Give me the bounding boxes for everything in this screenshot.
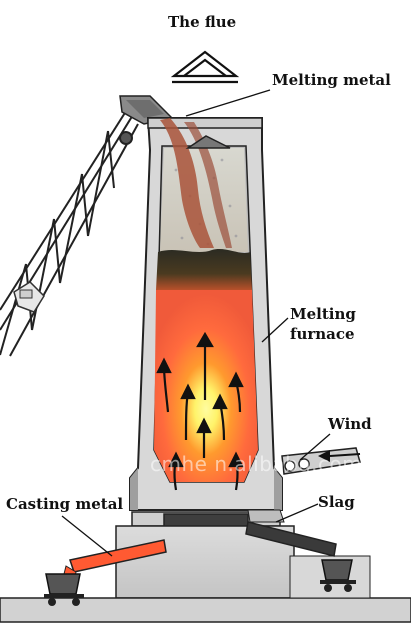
- label-casting-metal: Casting metal: [6, 495, 124, 513]
- flame-arrows: [156, 331, 244, 491]
- flue-symbol: [170, 50, 240, 84]
- tuyere-ring: [130, 468, 282, 510]
- charging-conveyor: [0, 107, 139, 357]
- label-slag: Slag: [318, 493, 355, 511]
- skip-bucket: [13, 281, 45, 313]
- label-flue: The flue: [168, 13, 237, 31]
- base-structure: [0, 525, 411, 623]
- molten-stream-2: [184, 122, 232, 248]
- slag-spout: [245, 509, 337, 557]
- label-melting-furnace-line2: furnace: [290, 325, 355, 343]
- deflector-cone: [185, 135, 231, 149]
- molten-stream: [160, 118, 214, 248]
- leader-lines: [61, 89, 331, 557]
- slag-cart: [320, 559, 356, 592]
- label-melting-metal: Melting metal: [272, 71, 391, 89]
- wind-pipe: [281, 447, 361, 475]
- label-melting-furnace-line1: Melting: [290, 305, 356, 323]
- coke-band: [156, 249, 252, 290]
- casting-cart: [44, 573, 84, 606]
- label-wind: Wind: [328, 415, 372, 433]
